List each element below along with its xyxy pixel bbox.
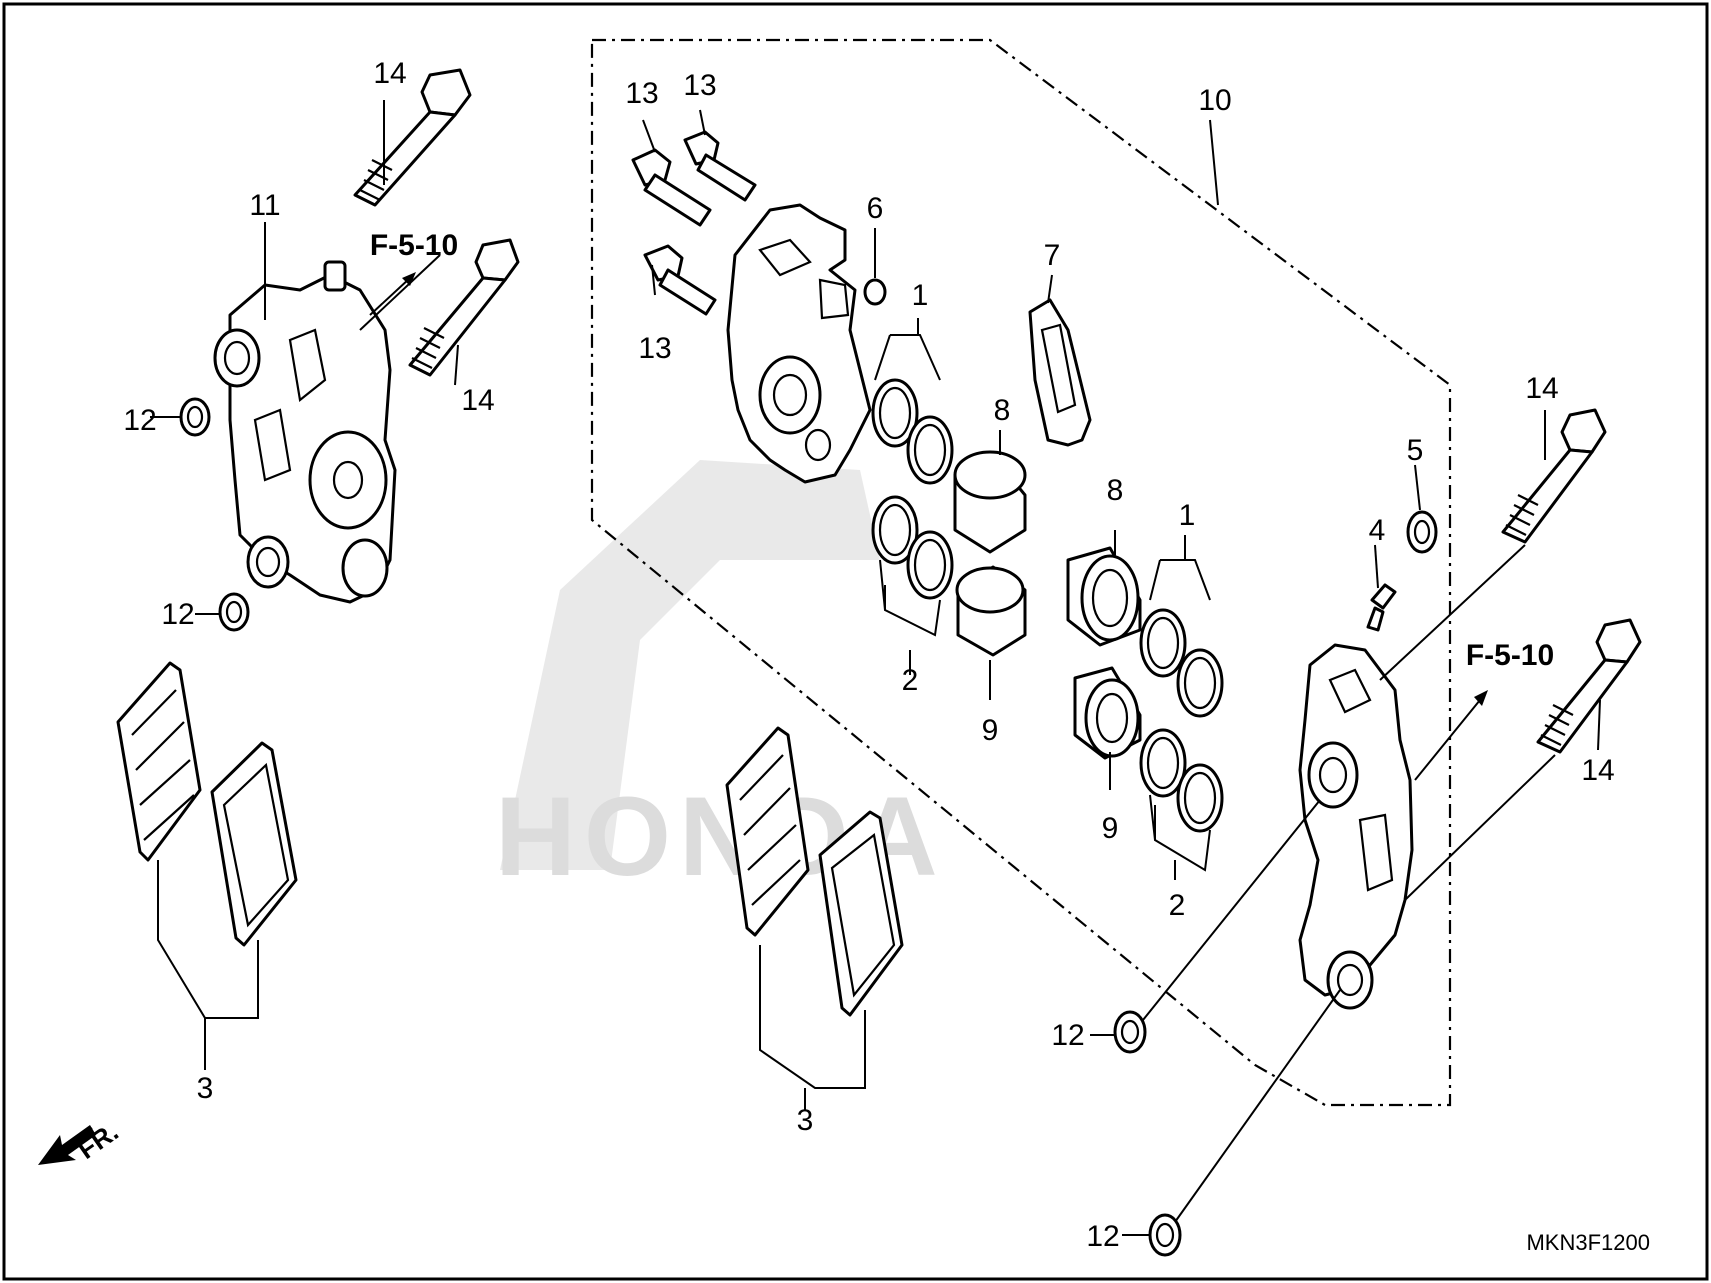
callout-1: 1	[1179, 499, 1196, 532]
bleeder-4	[1366, 583, 1397, 632]
seal-2-right-pair	[1139, 728, 1224, 833]
callout-11: 11	[249, 189, 280, 222]
brake-pad-center-front	[818, 810, 904, 1017]
bolt-14-upper-right	[1501, 408, 1607, 544]
brake-pad-left-front	[210, 741, 298, 947]
ref-label-right: F-5-10	[1466, 639, 1554, 672]
callout-12: 12	[161, 598, 194, 631]
callout-14: 14	[1525, 372, 1558, 405]
callout-2: 2	[902, 664, 919, 697]
callout-12: 12	[1051, 1019, 1084, 1052]
callout-14: 14	[1581, 754, 1614, 787]
cap-6	[863, 278, 887, 306]
left-leaders	[150, 100, 459, 1070]
inner-caliper-body	[726, 203, 872, 484]
callout-2: 2	[1169, 889, 1186, 922]
callout-1: 1	[912, 279, 929, 312]
callout-7: 7	[1044, 239, 1061, 272]
bolt-14-upper-left	[353, 68, 472, 207]
seal-12-left-upper	[179, 397, 211, 437]
callout-13: 13	[683, 69, 716, 102]
callout-8: 8	[994, 394, 1011, 427]
callout-12: 12	[123, 404, 156, 437]
callout-3: 3	[797, 1104, 814, 1137]
front-direction-marker: FR.	[38, 1116, 124, 1165]
piston-8-center	[953, 450, 1027, 554]
bolt-13-a	[631, 148, 712, 227]
callout-8: 8	[1107, 474, 1124, 507]
center-leaders	[642, 109, 1601, 1236]
seal-1-right-pair	[1139, 608, 1224, 718]
callout-3: 3	[197, 1072, 214, 1105]
seal-1-upper-pair	[871, 378, 954, 485]
piston-9-center	[955, 565, 1027, 657]
ref-arrow-left	[369, 272, 416, 316]
ref-arrow-right	[1414, 690, 1488, 781]
callout-14: 14	[461, 384, 494, 417]
callout-5: 5	[1407, 434, 1424, 467]
bolt-13-c	[643, 244, 717, 316]
assembly-boundary	[590, 38, 1452, 1107]
callout-9: 9	[1102, 812, 1119, 845]
brake-pad-center-rear	[725, 726, 810, 937]
outer-caliper-body	[1298, 643, 1414, 1010]
seal-12-right-upper	[1113, 1010, 1147, 1054]
diagram-code: MKN3F1200	[1526, 1230, 1650, 1255]
callout-9: 9	[982, 714, 999, 747]
callout-14: 14	[373, 57, 406, 90]
callout-13: 13	[625, 77, 658, 110]
brake-pad-left-rear	[116, 661, 202, 862]
callout-12: 12	[1086, 1220, 1119, 1253]
callout-10: 10	[1198, 84, 1231, 117]
ref-label-left: F-5-10	[370, 229, 458, 262]
cap-5	[1406, 510, 1438, 554]
bolt-13-b	[683, 130, 757, 202]
callout-6: 6	[867, 192, 884, 225]
piston-9-right	[1073, 666, 1142, 760]
callout-4: 4	[1369, 514, 1386, 547]
pad-spring-7	[1028, 298, 1092, 447]
bolt-14-lower-right	[1536, 618, 1642, 754]
piston-8-right	[1066, 546, 1142, 647]
seal-12-left-lower	[218, 592, 250, 632]
seal-2-upper-pair	[871, 495, 954, 600]
bolt-14-mid-left	[408, 238, 520, 377]
front-label: FR.	[72, 1116, 124, 1165]
left-caliper-body	[213, 260, 397, 604]
callout-13: 13	[638, 332, 671, 365]
